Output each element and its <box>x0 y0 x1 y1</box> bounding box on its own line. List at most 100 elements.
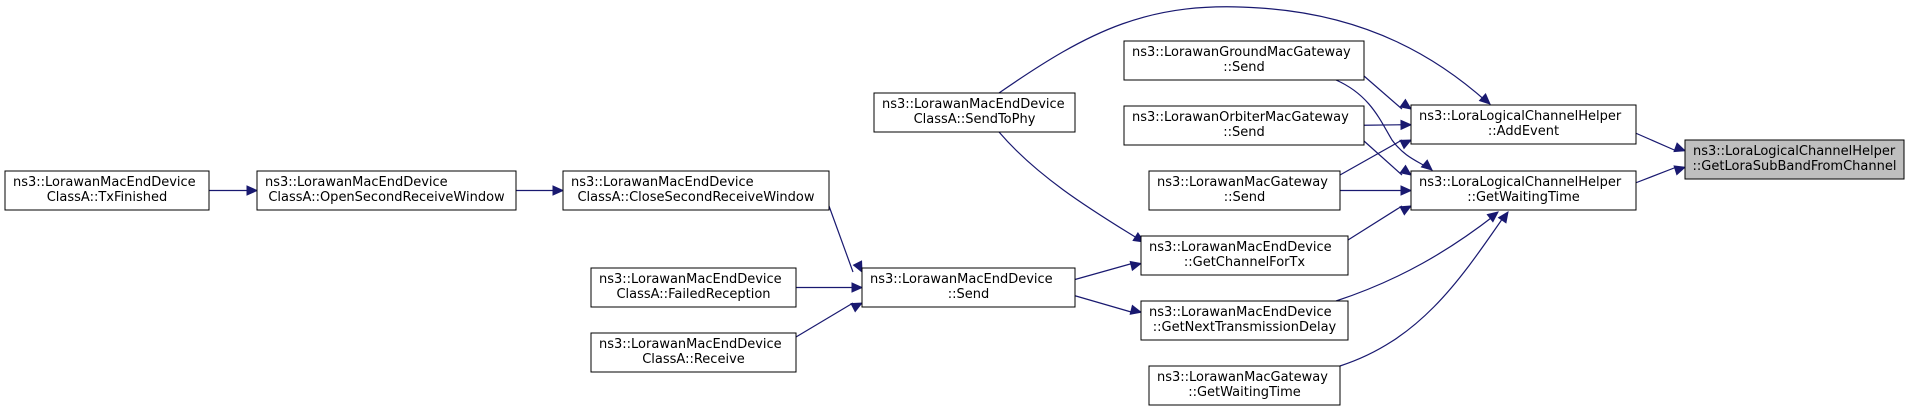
node-label-line: ns3::LorawanOrbiterMacGateway <box>1132 110 1349 125</box>
node-label-line: ::GetNextTransmissionDelay <box>1153 320 1337 335</box>
node-label-line: ns3::LorawanMacEndDevice <box>1149 305 1332 320</box>
node-box <box>4 170 210 211</box>
node-label-line: ::Send <box>1224 190 1266 205</box>
node-failedReception[interactable]: ns3::LorawanMacEndDeviceClassA::FailedRe… <box>590 267 797 308</box>
node-box <box>861 267 1076 308</box>
node-addEvent[interactable]: ns3::LoraLogicalChannelHelper::AddEvent <box>1410 104 1637 145</box>
node-label-line: ns3::LorawanMacEndDevice <box>571 175 754 190</box>
arrowhead-icon <box>1497 211 1509 224</box>
edge-gatewaySend-to-addEvent <box>1339 139 1413 176</box>
node-sendToPhy[interactable]: ns3::LorawanMacEndDeviceClassA::SendToPh… <box>873 92 1076 133</box>
node-label-line: ClassA::Receive <box>642 352 745 367</box>
arrowhead-icon <box>552 185 565 196</box>
node-label-line: ns3::LorawanMacEndDevice <box>1149 240 1332 255</box>
node-gatewaySend[interactable]: ns3::LorawanMacGateway::Send <box>1148 170 1341 211</box>
node-box <box>590 332 797 373</box>
edge-getChannelForTx-to-getWaitingTimeHelper <box>1347 205 1413 241</box>
node-label-line: ::AddEvent <box>1488 124 1559 139</box>
node-label-line: ::GetWaitingTime <box>1467 190 1580 205</box>
node-box <box>1684 139 1905 180</box>
edge-addEvent-to-getLoraSubBand <box>1635 132 1687 153</box>
node-box <box>590 267 797 308</box>
node-label-line: ns3::LorawanMacGateway <box>1157 370 1328 385</box>
arrowhead-icon <box>1400 185 1413 196</box>
edge-receive-to-endDeviceSend <box>795 302 864 338</box>
edge-line <box>1363 75 1403 110</box>
node-label-line: ns3::LoraLogicalChannelHelper <box>1693 144 1896 159</box>
node-getWaitingTimeHelper[interactable]: ns3::LoraLogicalChannelHelper::GetWaitin… <box>1410 170 1637 211</box>
node-box <box>1140 300 1349 341</box>
arrowhead-icon <box>1399 164 1412 176</box>
node-label-line: ::Send <box>948 287 990 302</box>
node-box <box>1148 170 1341 211</box>
arrowhead-icon <box>852 260 863 274</box>
node-label-line: ::Send <box>1223 125 1265 140</box>
node-box <box>1123 40 1365 81</box>
node-label-line: ClassA::OpenSecondReceiveWindow <box>268 190 505 205</box>
edge-getNextTxDelay-to-getWaitingTimeHelper <box>1335 211 1499 302</box>
node-label-line: ::GetLoraSubBandFromChannel <box>1693 159 1897 174</box>
arrowhead-icon <box>1399 98 1412 110</box>
edge-getWaitingTimeHelper-to-getLoraSubBand <box>1635 165 1687 184</box>
node-box <box>256 170 517 211</box>
arrowhead-icon <box>1486 211 1499 223</box>
arrowhead-icon <box>1673 142 1687 153</box>
edge-orbiterSend-to-addEvent <box>1363 119 1413 131</box>
node-label-line: ns3::LorawanMacEndDevice <box>882 97 1065 112</box>
node-label-line: ns3::LorawanMacEndDevice <box>265 175 448 190</box>
node-closeSecondRx[interactable]: ns3::LorawanMacEndDeviceClassA::CloseSec… <box>562 170 830 211</box>
node-label-line: ClassA::FailedReception <box>616 287 770 302</box>
node-getLoraSubBand[interactable]: ns3::LoraLogicalChannelHelper::GetLoraSu… <box>1684 139 1905 180</box>
node-label-line: ns3::LorawanGroundMacGateway <box>1132 45 1351 60</box>
arrowhead-icon <box>1420 159 1433 171</box>
arrowhead-icon <box>1399 205 1413 216</box>
arrowhead-icon <box>1129 304 1143 315</box>
node-box <box>1123 105 1365 146</box>
node-orbiterSend[interactable]: ns3::LorawanOrbiterMacGateway::Send <box>1123 105 1365 146</box>
edge-failedReception-to-endDeviceSend <box>796 282 864 293</box>
edge-sendToPhy-to-addEvent <box>998 6 1491 105</box>
node-label-line: ::GetWaitingTime <box>1188 385 1301 400</box>
edge-gatewayWaitingTime-to-getWaitingTimeHelper <box>1339 211 1509 367</box>
edge-line <box>998 6 1488 103</box>
arrowhead-icon <box>1478 93 1491 105</box>
node-label-line: ns3::LorawanMacEndDevice <box>13 175 196 190</box>
edge-line <box>1635 166 1677 184</box>
edge-endDeviceSend-to-getNextTxDelay <box>1074 295 1143 315</box>
node-getNextTxDelay[interactable]: ns3::LorawanMacEndDevice::GetNextTransmi… <box>1140 300 1349 341</box>
edges-layer <box>209 6 1687 367</box>
node-endDeviceSend[interactable]: ns3::LorawanMacEndDevice::Send <box>861 267 1076 308</box>
edge-orbiterSend-to-getWaitingTimeHelper <box>1363 140 1412 176</box>
arrowhead-icon <box>246 185 259 196</box>
node-groundSend[interactable]: ns3::LorawanGroundMacGateway::Send <box>1123 40 1365 81</box>
edge-line <box>1339 139 1403 176</box>
arrowhead-icon <box>1399 139 1413 150</box>
edge-openSecondRx-to-closeSecondRx <box>516 185 565 196</box>
node-box <box>873 92 1076 133</box>
node-label-line: ns3::LorawanMacEndDevice <box>599 337 782 352</box>
edge-endDeviceSend-to-getChannelForTx <box>1074 260 1143 281</box>
node-getChannelForTx[interactable]: ns3::LorawanMacEndDevice::GetChannelForT… <box>1140 235 1349 276</box>
edge-line <box>1335 79 1429 169</box>
node-label-line: ClassA::SendToPhy <box>914 112 1036 127</box>
node-box <box>1148 365 1341 406</box>
node-box <box>1140 235 1349 276</box>
node-gatewayWaitingTime[interactable]: ns3::LorawanMacGateway::GetWaitingTime <box>1148 365 1341 406</box>
node-label-line: ns3::LoraLogicalChannelHelper <box>1419 109 1622 124</box>
edge-line <box>1339 214 1506 367</box>
node-label-line: ns3::LorawanMacEndDevice <box>870 272 1053 287</box>
edge-line <box>1074 262 1133 281</box>
arrowhead-icon <box>850 302 864 313</box>
edge-closeSecondRx-to-endDeviceSend <box>828 205 863 274</box>
node-txFinished[interactable]: ns3::LorawanMacEndDeviceClassA::TxFinish… <box>4 170 210 211</box>
node-openSecondRx[interactable]: ns3::LorawanMacEndDeviceClassA::OpenSeco… <box>256 170 517 211</box>
arrowhead-icon <box>851 282 864 293</box>
node-label-line: ::GetChannelForTx <box>1184 255 1306 270</box>
edge-line <box>795 302 854 338</box>
edge-line <box>1635 132 1677 152</box>
edge-line <box>1074 295 1133 313</box>
edge-line <box>998 131 1141 241</box>
edge-groundSend-to-addEvent <box>1363 75 1412 110</box>
